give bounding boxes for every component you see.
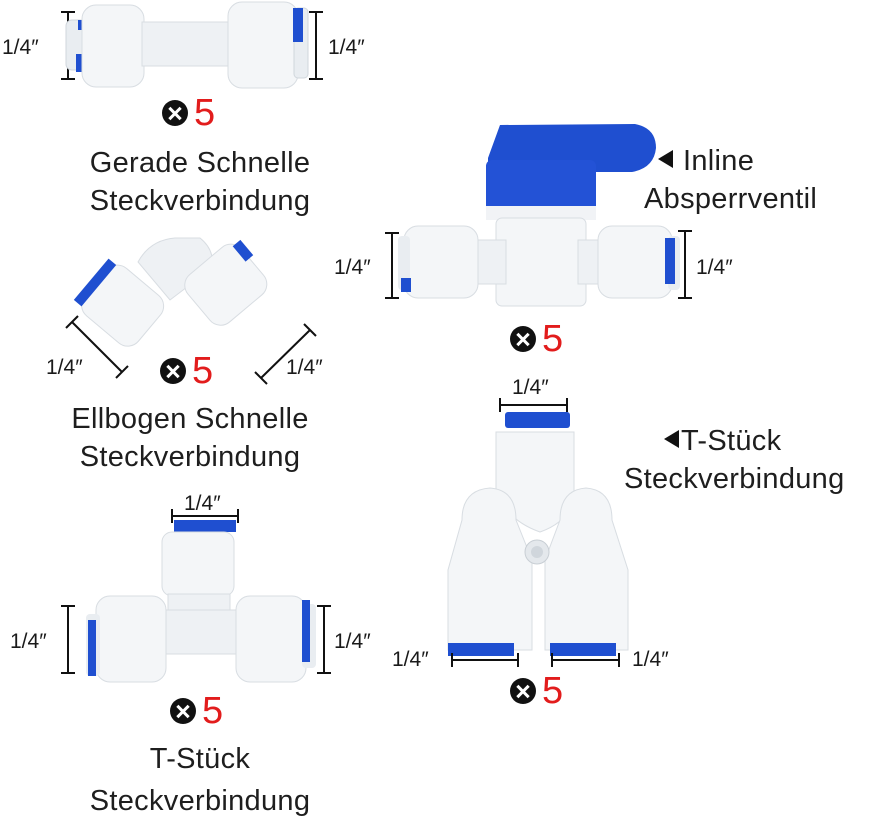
caption-line: Ellbogen Schnelle [71,403,309,435]
caption-text: Inline [683,145,755,177]
dimension-label: 1/4″ [328,36,365,59]
quantity-value: 5 [202,690,224,732]
multiply-icon [170,698,196,724]
caption-line: Steckverbindung [79,441,301,473]
pointer-arrow-icon [664,430,679,449]
dimension-label: 1/4″ [632,648,669,671]
caption-line: T-Stück [149,743,251,775]
product-caption: T-Stück Steckverbindung [620,422,894,498]
dimension-label: 1/4″ [334,256,371,279]
multiply-icon [510,326,536,352]
quantity-value: 5 [192,350,214,392]
caption-line: T-Stück [620,422,894,460]
quantity-value: 5 [194,92,216,134]
dimension-label: 1/4″ [286,356,323,379]
quantity-value: 5 [542,318,564,360]
dimension-label: 1/4″ [184,492,221,515]
multiply-icon [510,678,536,704]
multiply-icon [162,100,188,126]
quantity-badge: 5 [162,94,215,132]
caption-text: T-Stück [681,425,782,457]
dimension-label: 1/4″ [10,630,47,653]
product-caption: Gerade Schnelle Steckverbindung [20,144,380,220]
caption-line: Absperrventil [644,183,818,215]
dimension-label: 1/4″ [512,376,549,399]
quantity-badge: 5 [170,692,223,730]
dimension-label: 1/4″ [696,256,733,279]
caption-line: Steckverbindung [624,463,845,495]
caption-line: Inline [640,142,870,180]
caption-line: Steckverbindung [89,185,311,217]
dimension-label: 1/4″ [334,630,371,653]
quantity-badge: 5 [510,672,563,710]
dimension-label: 1/4″ [2,36,39,59]
multiply-icon [160,358,186,384]
quantity-badge: 5 [160,352,213,390]
quantity-badge: 5 [510,320,563,358]
dimension-label: 1/4″ [392,648,429,671]
pointer-arrow-icon [658,150,673,169]
caption-line: Steckverbindung [89,785,311,817]
caption-line: Gerade Schnelle [89,147,311,179]
product-caption: Inline Absperrventil [640,142,870,218]
quantity-value: 5 [542,670,564,712]
product-caption: Ellbogen Schnelle Steckverbindung [10,400,370,476]
product-caption: T-Stück Steckverbindung [20,738,380,822]
dimension-label: 1/4″ [46,356,83,379]
